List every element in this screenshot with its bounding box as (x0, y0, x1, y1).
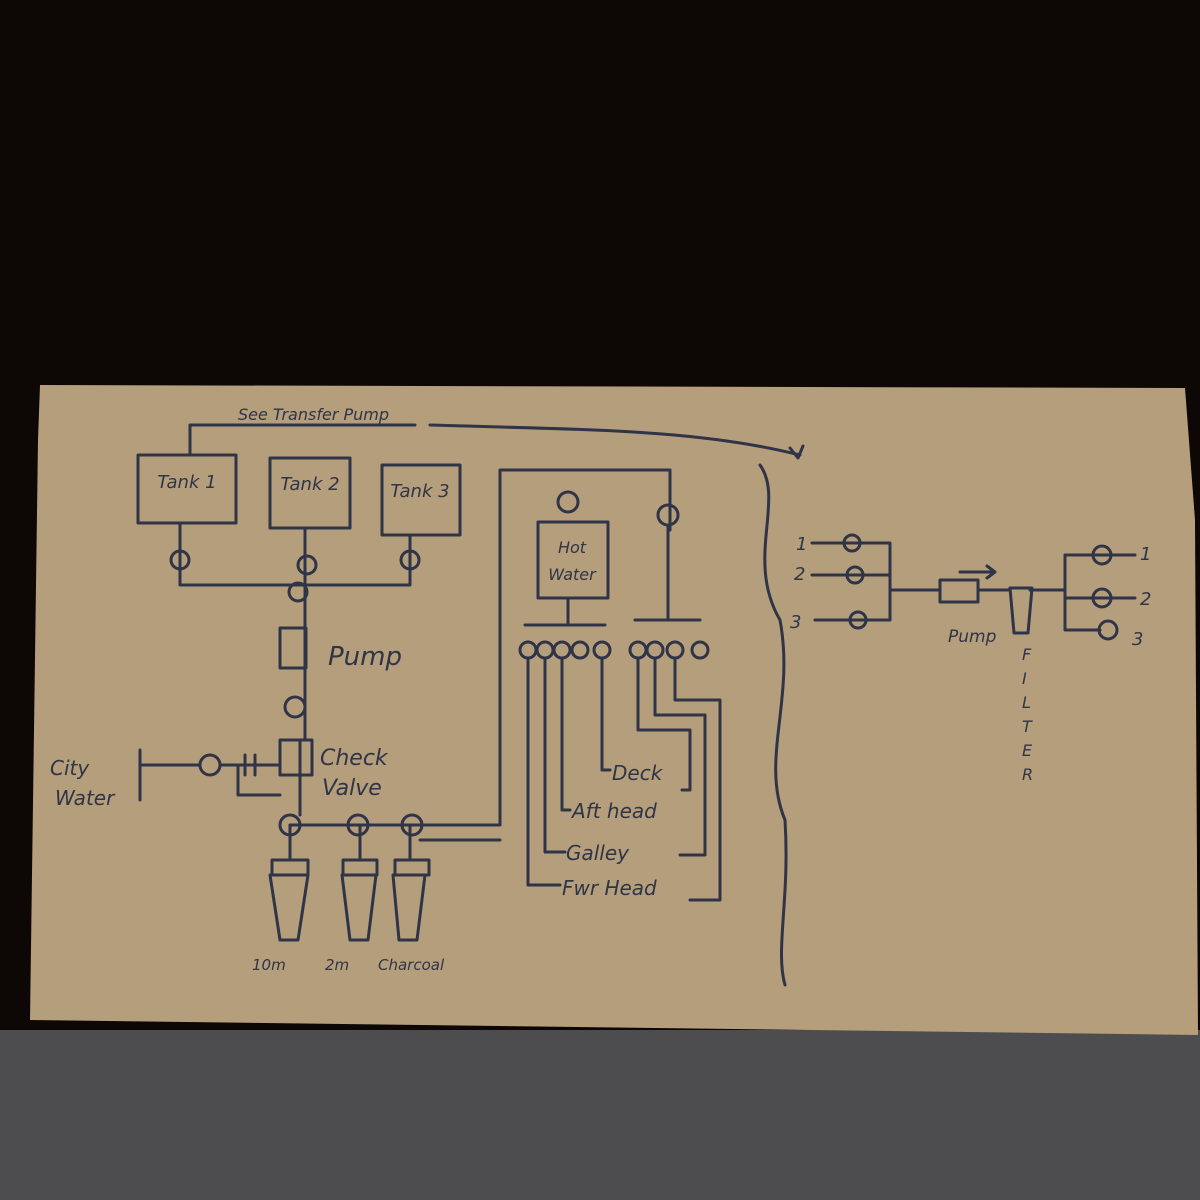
tank-3: Tank 3 (380, 463, 462, 537)
tank-2: Tank 2 (268, 456, 352, 530)
filter-label: 10m (252, 956, 286, 974)
hot-cold-headers (523, 523, 702, 627)
input-label: 3 (790, 612, 801, 633)
carpet (0, 1030, 1200, 1200)
filter-letter: R (1022, 765, 1033, 784)
filter-label: Charcoal (378, 956, 445, 974)
output-label: 1 (1140, 544, 1151, 565)
transfer-pump-schematic: 1 2 3 1 2 3 Pump F I L T E R (790, 533, 1151, 784)
check-valve-label: Valve (322, 776, 382, 801)
filter-letter: L (1022, 693, 1031, 712)
filter-letter: E (1022, 741, 1033, 760)
city-water-line (138, 748, 282, 802)
input-label: 2 (794, 564, 805, 585)
transfer-pump (938, 578, 980, 604)
outlet-lines (526, 658, 722, 902)
hot-water-label: Water (548, 565, 597, 584)
filter-cartridges (268, 858, 431, 942)
outlet-label: Deck (612, 761, 664, 785)
transfer-pump-label: Pump (948, 627, 997, 647)
pump-label: Pump (328, 642, 402, 672)
outlet-label: Fwr Head (562, 876, 657, 900)
check-valve-label: Check (320, 746, 389, 771)
tank-label: Tank 3 (390, 481, 449, 502)
filter-label: 2m (325, 956, 349, 974)
check-valve (278, 738, 314, 777)
output-label: 3 (1132, 629, 1143, 650)
city-water-label: Water (55, 786, 116, 810)
water-system-schematic: See Transfer Pump Tank 1 Tank 2 Tank 3 P… (50, 405, 1151, 987)
pump-symbol (278, 626, 308, 670)
filter-letter: F (1022, 645, 1032, 664)
hot-water-label: Hot (558, 538, 587, 557)
filter-letter: I (1022, 669, 1027, 688)
filter-manifold (288, 468, 672, 862)
top-note: See Transfer Pump (238, 405, 389, 424)
cardboard (30, 385, 1198, 1035)
output-label: 2 (1140, 589, 1151, 610)
hot-water-heater (536, 520, 610, 600)
filter-symbol (1008, 586, 1034, 635)
outlet-valves (518, 640, 710, 660)
filter-letter: T (1022, 717, 1033, 736)
outlet-label: Galley (566, 841, 630, 865)
city-water-label: City (50, 756, 90, 780)
input-label: 1 (796, 534, 807, 555)
tank-label: Tank 1 (157, 472, 216, 493)
filter-label: F I L T E R (1022, 645, 1033, 784)
outlet-label: Aft head (570, 799, 657, 823)
divider-line (758, 463, 788, 987)
tank-1: Tank 1 (136, 453, 238, 525)
transfer-arrow (188, 423, 805, 460)
tank-label: Tank 2 (280, 474, 339, 495)
